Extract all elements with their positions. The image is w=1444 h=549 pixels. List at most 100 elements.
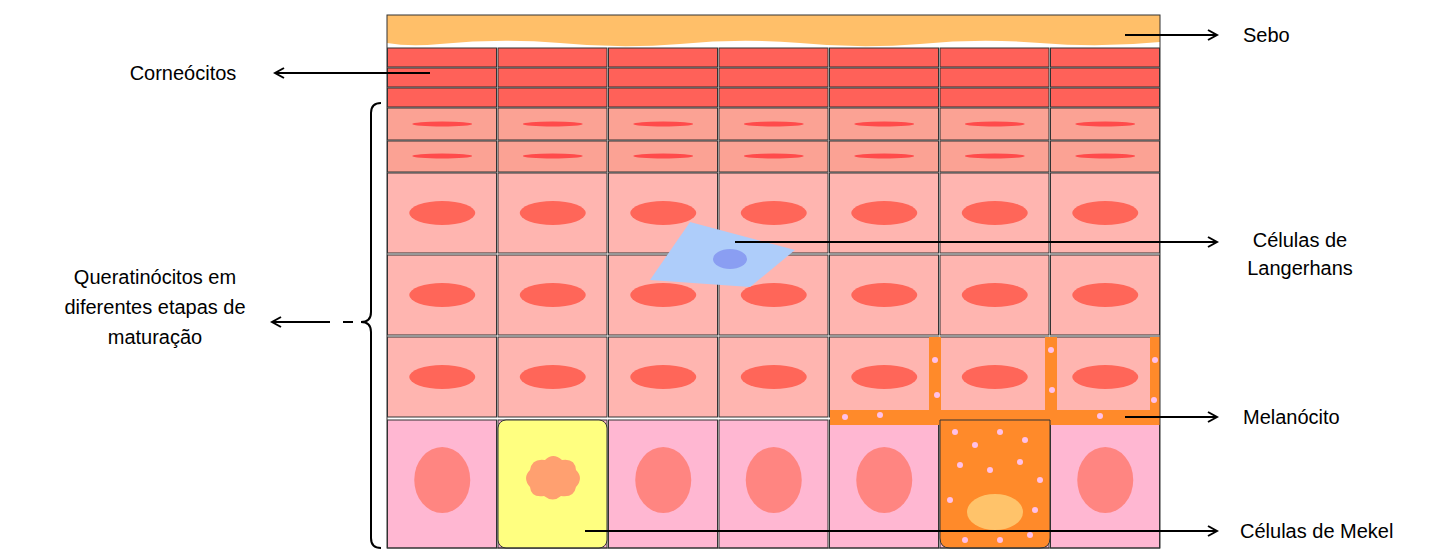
flat-nucleus <box>412 154 472 159</box>
flat-nucleus <box>744 122 804 127</box>
corneocyte-cell <box>940 68 1049 87</box>
corneocyte-cell <box>940 88 1049 107</box>
spinous-cell <box>719 337 828 417</box>
flat-nucleus <box>633 122 693 127</box>
cell-nucleus <box>741 201 807 225</box>
melanocyte-nucleus <box>967 494 1023 530</box>
corneocyte-cell <box>719 48 828 67</box>
corneocyte-cell <box>609 68 718 87</box>
melanosome-dot <box>997 429 1003 435</box>
cell-nucleus <box>851 283 917 307</box>
corneocyte-cell <box>1051 68 1160 87</box>
flat-nucleus <box>1075 154 1135 159</box>
flat-nucleus <box>965 154 1025 159</box>
cell-nucleus <box>851 201 917 225</box>
melanosome-dot <box>987 467 993 473</box>
basal-cell <box>388 420 497 548</box>
corneocyte-cell <box>498 68 607 87</box>
basal-cell <box>719 420 828 548</box>
corneocyte-cell <box>609 48 718 67</box>
melanosome-dot <box>1017 459 1023 465</box>
granular-cell <box>609 108 718 140</box>
flat-nucleus <box>1075 122 1135 127</box>
spinous-cell <box>498 173 607 253</box>
corneocyte-cell <box>388 68 497 87</box>
spinous-cell <box>830 255 939 335</box>
basal-cell <box>498 420 607 548</box>
cell-nucleus <box>520 365 586 389</box>
corneocyte-cell <box>498 88 607 107</box>
melanosome-dot <box>947 497 953 503</box>
spinous-cell <box>388 173 497 253</box>
melanosome-dot <box>1032 507 1038 513</box>
melanocyte-dendrite <box>1045 337 1057 422</box>
corneocyte-cell <box>719 68 828 87</box>
granular-cell <box>940 108 1049 140</box>
spinous-cell <box>1051 255 1160 335</box>
melanosome-dot <box>1097 413 1103 419</box>
corneocyte-cell <box>498 48 607 67</box>
spinous-cell <box>830 337 939 417</box>
basal-nucleus <box>1077 447 1133 513</box>
cell-nucleus <box>741 283 807 307</box>
melanosome-dot <box>1151 397 1157 403</box>
cell-nucleus <box>1072 283 1138 307</box>
part-label: Melanócito <box>1243 405 1403 429</box>
cell-nucleus <box>409 201 475 225</box>
leader-arrow <box>275 72 430 74</box>
cell-nucleus <box>630 201 696 225</box>
curly-bracket <box>361 103 381 548</box>
basal-cell <box>830 420 939 548</box>
melanocyte-body <box>940 420 1050 548</box>
melanocyte-dendrite <box>929 337 941 422</box>
granular-cell <box>498 108 607 140</box>
leader-arrow <box>1125 34 1217 36</box>
corneocyte-cell <box>388 48 497 67</box>
granular-cell <box>1051 141 1160 172</box>
melanosome-dot <box>972 442 978 448</box>
cell-nucleus <box>520 201 586 225</box>
leader-dash <box>343 321 353 323</box>
melanosome-dot <box>997 537 1003 543</box>
spinous-cell <box>940 337 1049 417</box>
cell-nucleus <box>851 365 917 389</box>
corneocyte-cell <box>1051 48 1160 67</box>
granular-cell <box>719 108 828 140</box>
part-label: Sebo <box>1243 23 1393 47</box>
langerhans-cell <box>650 222 795 287</box>
cell-nucleus <box>409 283 475 307</box>
flat-nucleus <box>854 122 914 127</box>
langerhans-nucleus <box>713 249 747 269</box>
corneocyte-cell <box>940 48 1049 67</box>
melanosome-dot <box>952 429 958 435</box>
granular-cell <box>498 141 607 172</box>
leader-arrow <box>585 530 1217 532</box>
basal-nucleus <box>414 447 470 513</box>
flat-nucleus <box>633 154 693 159</box>
merkel-cell <box>498 420 607 548</box>
flat-nucleus <box>965 122 1025 127</box>
spinous-cell <box>609 337 718 417</box>
cell-nucleus <box>741 365 807 389</box>
flat-nucleus <box>854 154 914 159</box>
granular-cell <box>609 141 718 172</box>
basal-nucleus <box>635 447 691 513</box>
spinous-cell <box>940 255 1049 335</box>
sebum-layer <box>387 15 1160 46</box>
leader-arrow <box>735 241 1217 243</box>
basal-cell <box>940 420 1049 548</box>
leader-arrow <box>1125 416 1217 418</box>
part-label: Células de Langerhans <box>1220 226 1380 282</box>
granular-cell <box>940 141 1049 172</box>
melanosome-dot <box>1152 357 1158 363</box>
cell-nucleus <box>962 365 1028 389</box>
flat-nucleus <box>523 122 583 127</box>
leader-arrow <box>272 321 330 323</box>
granular-cell <box>388 141 497 172</box>
cell-nucleus <box>962 283 1028 307</box>
corneocyte-cell <box>830 88 939 107</box>
flat-nucleus <box>744 154 804 159</box>
flat-nucleus <box>412 122 472 127</box>
melanosome-dot <box>1027 532 1033 538</box>
